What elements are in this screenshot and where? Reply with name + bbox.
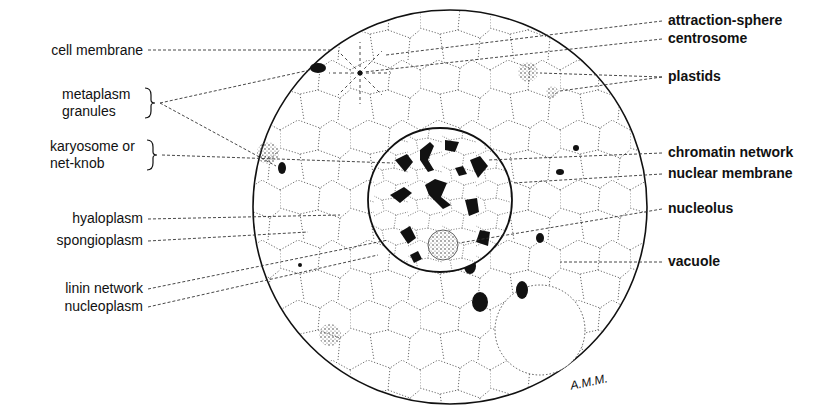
part-label: metaplasm granules	[62, 86, 142, 120]
part-label: cell membrane	[51, 42, 143, 59]
linin-network	[369, 129, 511, 271]
metaplasm-granules	[278, 63, 579, 312]
attraction-sphere-rays	[329, 42, 391, 104]
part-label: centrosome	[668, 30, 747, 47]
part-label: linin network	[65, 280, 143, 297]
part-label: nucleoplasm	[64, 298, 143, 315]
brace	[147, 140, 157, 170]
part-label: karyosome or net-knob	[50, 138, 144, 172]
brace	[145, 88, 155, 118]
chromatin-network	[390, 140, 490, 263]
part-label: attraction-sphere	[668, 12, 782, 29]
centrosome	[358, 71, 363, 76]
nucleolus	[429, 231, 457, 259]
artist-signature: A.M.M.	[569, 370, 610, 395]
cell-membrane	[253, 10, 647, 404]
plastids	[257, 62, 558, 346]
part-label: nucleolus	[668, 200, 733, 217]
part-label: nuclear membrane	[668, 165, 793, 182]
nuclear-membrane	[368, 128, 512, 272]
part-label: plastids	[668, 68, 721, 85]
part-label: spongioplasm	[57, 232, 143, 249]
cytoplasm-network	[254, 11, 646, 403]
part-label: chromatin network	[668, 144, 793, 161]
part-label: vacuole	[668, 253, 720, 270]
leader-lines	[148, 21, 662, 307]
vacuole	[495, 285, 585, 375]
part-label: hyaloplasm	[72, 210, 143, 227]
